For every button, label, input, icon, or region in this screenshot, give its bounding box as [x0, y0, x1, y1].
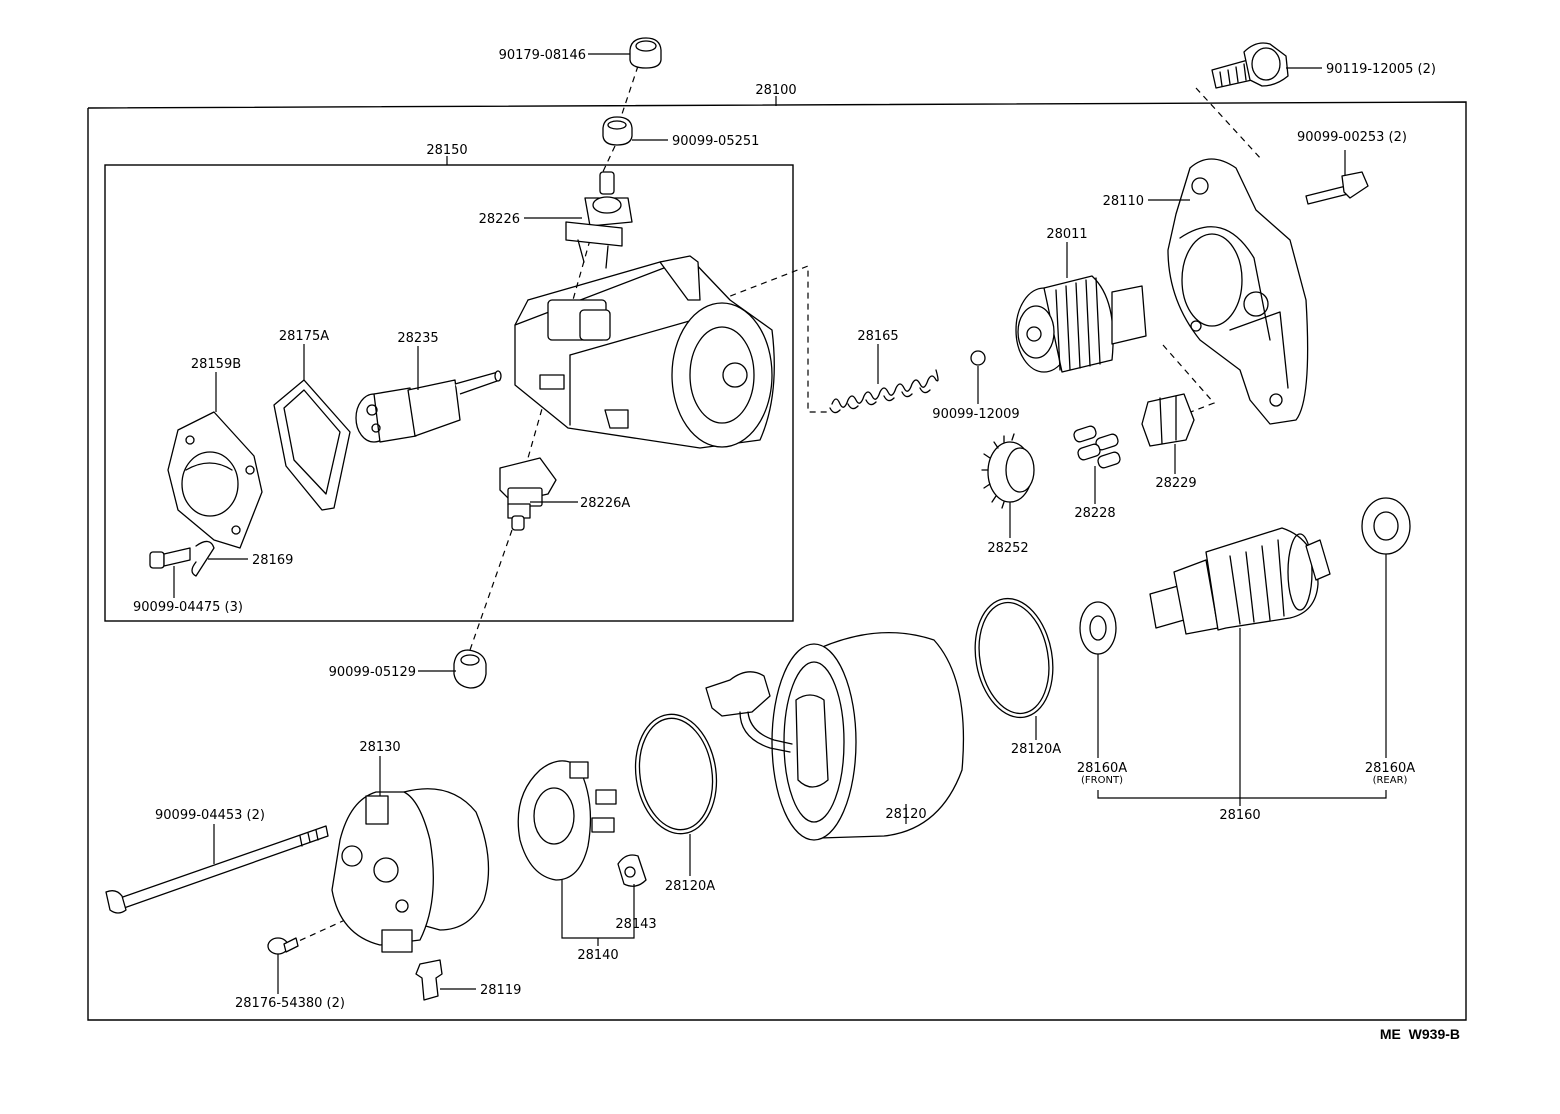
part-28110-housing[interactable]	[1167, 158, 1309, 425]
part-28228-rollers[interactable]	[1073, 425, 1122, 469]
label-28011[interactable]: 28011	[1046, 227, 1087, 242]
assembly-28100-box	[87, 96, 1467, 1021]
part-28120A-oring-right[interactable]	[966, 592, 1062, 723]
solenoid-housing[interactable]	[514, 255, 775, 449]
part-28226-terminal[interactable]	[565, 171, 633, 269]
label-90099-04453[interactable]: 90099-04453 (2)	[155, 808, 265, 823]
part-90119-12005-bolt[interactable]	[1211, 42, 1289, 89]
part-28226A-terminal[interactable]	[499, 457, 557, 531]
part-28143-spring[interactable]	[617, 854, 647, 887]
label-28169[interactable]: 28169	[252, 553, 293, 568]
label-90119-12005[interactable]: 90119-12005 (2)	[1326, 62, 1436, 77]
label-28110[interactable]: 28110	[1103, 194, 1144, 209]
label-28165[interactable]: 28165	[857, 329, 898, 344]
label-28226[interactable]: 28226	[479, 212, 520, 227]
part-28159B-cover[interactable]	[167, 411, 263, 549]
part-90099-04475-screw[interactable]	[149, 547, 191, 569]
part-28165-spring[interactable]	[829, 369, 939, 414]
label-28160A-front[interactable]: 28160A	[1077, 761, 1127, 776]
part-28176-54380-screw[interactable]	[267, 937, 299, 955]
label-28252[interactable]: 28252	[987, 541, 1028, 556]
part-28160A-rear-bearing[interactable]	[1361, 497, 1411, 555]
label-28120[interactable]: 28120	[885, 807, 926, 822]
part-90099-05251-grommet[interactable]	[602, 116, 633, 146]
part-28011-clutch[interactable]	[1015, 275, 1147, 373]
label-90099-00253[interactable]: 90099-00253 (2)	[1297, 130, 1407, 145]
part-28120-yoke[interactable]	[705, 632, 965, 841]
part-90099-04453-through-bolt[interactable]	[105, 825, 329, 914]
part-28130-end-frame[interactable]	[331, 788, 490, 953]
diagram-code: ME W939-B	[1380, 1026, 1460, 1042]
label-90179-08146[interactable]: 90179-08146	[499, 48, 586, 63]
label-90099-12009[interactable]: 90099-12009	[932, 407, 1019, 422]
label-28143[interactable]: 28143	[615, 917, 656, 932]
label-28160[interactable]: 28160	[1219, 808, 1260, 823]
part-28119-pin[interactable]	[415, 959, 443, 1001]
part-28160-armature[interactable]	[1149, 527, 1331, 635]
label-28160A-rear[interactable]: 28160A	[1365, 761, 1415, 776]
part-28235-plunger[interactable]	[355, 370, 502, 443]
part-28252-gear[interactable]	[981, 433, 1035, 509]
label-28119[interactable]: 28119	[480, 983, 521, 998]
label-28226A[interactable]: 28226A	[580, 496, 630, 511]
part-90099-05129-grommet[interactable]	[453, 649, 487, 689]
part-28169-clip[interactable]	[191, 540, 215, 577]
part-28120A-oring-left[interactable]	[628, 709, 724, 839]
label-28130[interactable]: 28130	[359, 740, 400, 755]
label-28120A-left[interactable]: 28120A	[665, 879, 715, 894]
label-28140[interactable]: 28140	[577, 948, 618, 963]
part-90099-00253-bolt[interactable]	[1305, 171, 1369, 205]
part-90179-08146-cap[interactable]	[629, 37, 662, 69]
assembly-28150-box	[104, 156, 794, 622]
label-28229[interactable]: 28229	[1155, 476, 1196, 491]
label-90099-04475[interactable]: 90099-04475 (3)	[133, 600, 243, 615]
label-28160A-rear-note: (REAR)	[1373, 775, 1408, 786]
label-28159B[interactable]: 28159B	[191, 357, 241, 372]
label-28120A-right[interactable]: 28120A	[1011, 742, 1061, 757]
label-90099-05251[interactable]: 90099-05251	[672, 134, 759, 149]
part-28175A-gasket[interactable]	[273, 379, 351, 511]
leader-lines	[173, 53, 1387, 994]
label-assembly-28150: 28150	[426, 143, 467, 158]
label-28176-54380[interactable]: 28176-54380 (2)	[235, 996, 345, 1011]
label-90099-05129[interactable]: 90099-05129	[329, 665, 416, 680]
part-28160A-front-bearing[interactable]	[1079, 601, 1117, 655]
label-28160A-front-note: (FRONT)	[1081, 775, 1123, 786]
label-28175A[interactable]: 28175A	[279, 329, 329, 344]
part-28140-brush-holder[interactable]	[517, 760, 617, 881]
label-28228[interactable]: 28228	[1074, 506, 1115, 521]
part-90099-12009-ball[interactable]	[970, 350, 986, 366]
part-labels: 28100 28150 90179-08146 90099-05251 2822…	[133, 48, 1460, 1042]
label-28235[interactable]: 28235	[397, 331, 438, 346]
label-assembly-28100: 28100	[755, 83, 796, 98]
part-28229-retainer[interactable]	[1141, 393, 1195, 447]
